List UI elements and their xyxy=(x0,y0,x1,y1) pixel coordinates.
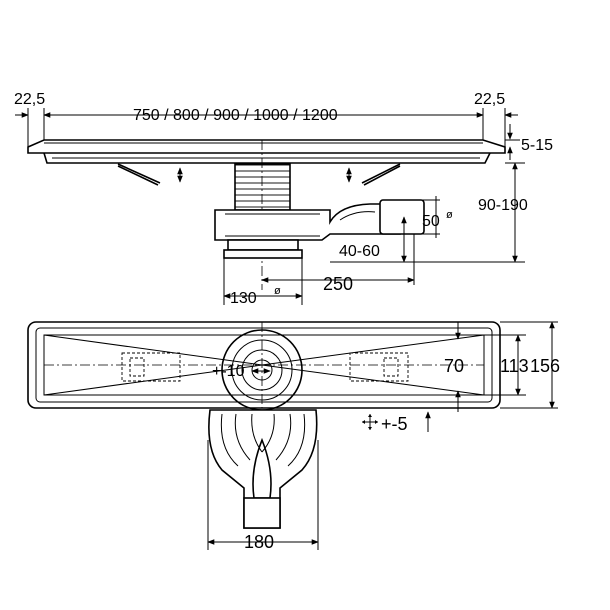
threaded-riser xyxy=(234,163,291,211)
inner-width-label: 113 xyxy=(500,356,529,376)
trap-body xyxy=(214,203,401,241)
channel-body xyxy=(43,152,491,164)
total-height-label: 90-190 xyxy=(478,197,528,214)
overhang-left-label: 22,5 xyxy=(14,91,45,108)
body-diameter-label: 130 xyxy=(230,290,257,307)
outlet-diameter-symbol: ø xyxy=(446,209,453,221)
cover-plate xyxy=(27,139,506,154)
grate-adjust-label: 5-15 xyxy=(521,137,553,154)
move-icon xyxy=(362,414,378,430)
body-diameter-symbol: ø xyxy=(274,285,281,297)
shift-label: +-10 xyxy=(212,363,245,380)
outlet-width-label: 180 xyxy=(244,532,274,552)
height-adjust-label: +-5 xyxy=(381,414,408,434)
outlet-offset-label: 250 xyxy=(323,274,353,294)
lengths-label: 750 / 800 / 900 / 1000 / 1200 xyxy=(133,107,338,124)
outlet-height-label: 40-60 xyxy=(339,243,380,260)
right-foot xyxy=(361,163,401,186)
outlet-diameter-label: 50 xyxy=(422,213,440,230)
side-view: 22,5 750 / 800 / 900 / 1000 / 1200 22,5 … xyxy=(14,91,553,307)
channel-width-label: 70 xyxy=(444,356,464,376)
outer-frame xyxy=(27,321,501,409)
top-view: +-10 70 113 156 +-5 180 xyxy=(27,321,560,552)
outer-width-label: 156 xyxy=(530,356,560,376)
outlet-pipe xyxy=(379,199,425,235)
left-foot xyxy=(117,163,161,186)
overhang-right-label: 22,5 xyxy=(474,91,505,108)
